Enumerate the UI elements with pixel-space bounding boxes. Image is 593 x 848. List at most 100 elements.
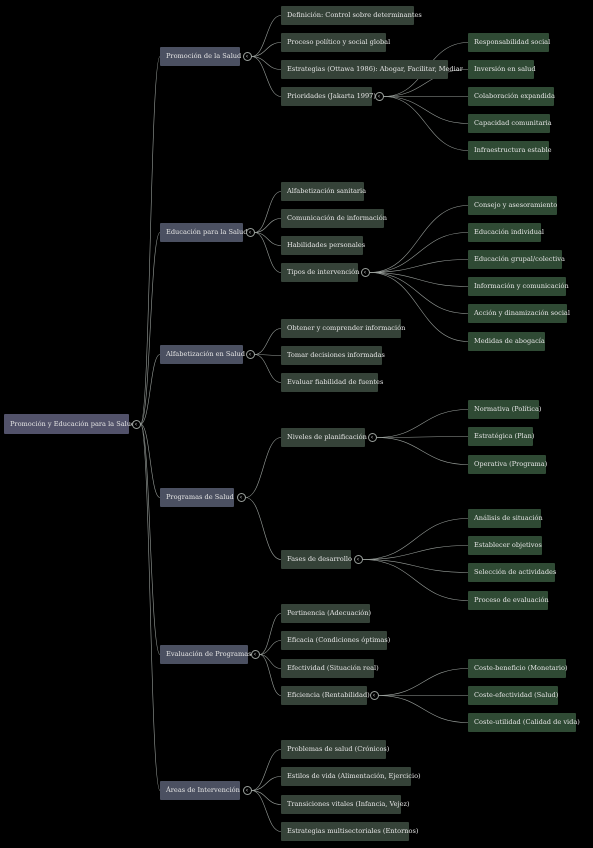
- topic-eficacia-condiciones-optimas[interactable]: Eficacia (Condiciones óptimas): [281, 631, 390, 650]
- edge-root-evaluacion-de-programas: [140, 423, 161, 655]
- leaf-educacion-grupal-colectiva[interactable]: Educación grupal/colectiva: [468, 250, 565, 269]
- edge-root-programas-de-salud: [140, 423, 161, 498]
- leaf-informacion-y-comunicacion[interactable]: Información y comunicación: [468, 277, 569, 296]
- topic-prioridades-jakarta-1997[interactable]: Prioridades (Jakarta 1997): [281, 87, 376, 106]
- leaf-coste-beneficio-monetario[interactable]: Coste-beneficio (Monetario): [468, 659, 568, 678]
- edge-operativa-programa: [376, 437, 469, 465]
- leaf-estrategica-plan[interactable]: Estratégica (Plan): [468, 427, 534, 446]
- topic-comunicacion-de-informacion[interactable]: Comunicación de información: [281, 209, 387, 228]
- edge-estrategias-multisectoriales-entornos: [251, 790, 282, 832]
- edge-analisis-de-situacion: [362, 518, 469, 560]
- edge-definicion-control-sobre-determinantes: [251, 15, 282, 57]
- leaf-capacidad-comunitaria[interactable]: Capacidad comunitaria: [468, 114, 552, 133]
- edge-normativa-politica: [376, 409, 469, 438]
- leaf-infraestructura-estable[interactable]: Infraestructura estable: [468, 141, 552, 160]
- topic-estrategias-multisectoriales-entornos[interactable]: Estrategias multisectoriales (Entornos): [281, 822, 418, 841]
- branch-areas-de-intervencion[interactable]: Áreas de Intervención: [160, 781, 240, 800]
- leaf-inversion-en-salud[interactable]: Inversión en salud: [468, 60, 536, 79]
- root-collapse-toggle[interactable]: ‹: [131, 419, 141, 429]
- leaf-coste-efectividad-salud[interactable]: Coste-efectividad (Salud): [468, 686, 558, 705]
- edge-eficacia-condiciones-optimas: [259, 640, 282, 655]
- topic-definicion-control-sobre-determinantes[interactable]: Definición: Control sobre determinantes: [281, 6, 422, 25]
- edge-seleccion-de-actividades: [362, 559, 469, 573]
- edge-root-areas-de-intervencion: [140, 423, 161, 791]
- edge-educacion-grupal-colectiva: [369, 259, 469, 273]
- edge-coste-beneficio-monetario: [378, 668, 469, 696]
- toggle-educacion-para-la-salud[interactable]: ‹: [245, 228, 255, 237]
- topic-efectividad-situacion-real[interactable]: Efectividad (Situación real): [281, 659, 379, 678]
- toggle-tipos-de-intervencion[interactable]: ‹: [360, 268, 370, 277]
- branch-evaluacion-de-programas[interactable]: Evaluación de Programas: [160, 645, 252, 664]
- leaf-medidas-de-abogacia[interactable]: Medidas de abogacía: [468, 332, 545, 351]
- toggle-eficiencia-rentabilidad[interactable]: ‹: [369, 691, 379, 700]
- leaf-responsabilidad-social[interactable]: Responsabilidad social: [468, 33, 550, 52]
- topic-habilidades-personales[interactable]: Habilidades personales: [281, 236, 365, 255]
- edge-tipos-de-intervencion: [254, 232, 282, 273]
- topic-estilos-de-vida-alimentacion-ejercicio[interactable]: Estilos de vida (Alimentación, Ejercicio…: [281, 767, 421, 786]
- edge-proceso-politico-y-social-global: [251, 42, 282, 57]
- leaf-colaboracion-expandida[interactable]: Colaboración expandida: [468, 87, 555, 106]
- branch-promocion-de-la-salud[interactable]: Promoción de la Salud: [160, 47, 241, 66]
- leaf-establecer-objetivos[interactable]: Establecer objetivos: [468, 536, 542, 555]
- root-node[interactable]: Promoción y Educación para la Salud: [4, 414, 135, 434]
- leaf-accion-y-dinamizacion-social[interactable]: Acción y dinamización social: [468, 304, 570, 323]
- toggle-evaluacion-de-programas[interactable]: ‹: [250, 650, 260, 659]
- toggle-promocion-de-la-salud[interactable]: ‹: [242, 52, 252, 61]
- topic-obtener-y-comprender-informacion[interactable]: Obtener y comprender información: [281, 319, 405, 338]
- edge-educacion-individual: [369, 232, 469, 273]
- topic-problemas-de-salud-cronicos[interactable]: Problemas de salud (Crónicos): [281, 740, 389, 759]
- edge-accion-y-dinamizacion-social: [369, 272, 469, 314]
- edge-coste-utilidad-calidad-de-vida: [378, 695, 469, 723]
- branch-educacion-para-la-salud[interactable]: Educación para la Salud: [160, 223, 248, 242]
- topic-estrategias-ottawa-1986-abogar-facilitar-mediar[interactable]: Estrategias (Ottawa 1986): Abogar, Facil…: [281, 60, 463, 79]
- topic-pertinencia-adecuacion[interactable]: Pertinencia (Adecuación): [281, 604, 371, 623]
- edge-tomar-decisiones-informadas: [254, 354, 282, 356]
- edge-estilos-de-vida-alimentacion-ejercicio: [251, 776, 282, 791]
- edge-estrategias-ottawa-1986-abogar-facilitar-mediar: [251, 56, 282, 70]
- edge-problemas-de-salud-cronicos: [251, 749, 282, 791]
- edge-eficiencia-rentabilidad: [259, 654, 282, 696]
- topic-tipos-de-intervencion[interactable]: Tipos de intervención: [281, 263, 359, 282]
- edge-pertinencia-adecuacion: [259, 613, 282, 655]
- edge-capacidad-comunitaria: [383, 96, 469, 124]
- edge-informacion-y-comunicacion: [369, 272, 469, 287]
- topic-niveles-de-planificacion[interactable]: Niveles de planificación: [281, 428, 367, 447]
- leaf-educacion-individual[interactable]: Educación individual: [468, 223, 544, 242]
- edge-habilidades-personales: [254, 232, 282, 246]
- topic-eficiencia-rentabilidad[interactable]: Eficiencia (Rentabilidad): [281, 686, 370, 705]
- edge-prioridades-jakarta-1997: [251, 56, 282, 97]
- edge-comunicacion-de-informacion: [254, 218, 282, 233]
- edge-proceso-de-evaluacion: [362, 559, 469, 601]
- toggle-prioridades-jakarta-1997[interactable]: ‹: [374, 92, 384, 101]
- topic-tomar-decisiones-informadas[interactable]: Tomar decisiones informadas: [281, 346, 385, 365]
- leaf-analisis-de-situacion[interactable]: Análisis de situación: [468, 509, 543, 528]
- edge-root-educacion-para-la-salud: [140, 232, 161, 425]
- leaf-normativa-politica[interactable]: Normativa (Política): [468, 400, 541, 419]
- leaf-seleccion-de-actividades[interactable]: Selección de actividades: [468, 563, 556, 582]
- edge-alfabetizacion-sanitaria: [254, 191, 282, 233]
- topic-transiciones-vitales-infancia-vejez[interactable]: Transiciones vitales (Infancia, Vejez): [281, 795, 410, 814]
- toggle-alfabetizacion-en-salud[interactable]: ‹: [245, 350, 255, 359]
- edge-transiciones-vitales-infancia-vejez: [251, 790, 282, 805]
- edge-establecer-objetivos: [362, 545, 469, 560]
- edge-estrategica-plan: [376, 436, 469, 438]
- toggle-niveles-de-planificacion[interactable]: ‹: [367, 433, 377, 442]
- topic-proceso-politico-y-social-global[interactable]: Proceso político y social global: [281, 33, 390, 52]
- toggle-programas-de-salud[interactable]: ‹: [236, 493, 246, 502]
- branch-programas-de-salud[interactable]: Programas de Salud: [160, 488, 234, 507]
- branch-alfabetizacion-en-salud[interactable]: Alfabetización en Salud: [160, 345, 245, 364]
- leaf-coste-utilidad-calidad-de-vida[interactable]: Coste-utilidad (Calidad de vida): [468, 713, 580, 732]
- edge-root-promocion-de-la-salud: [140, 56, 161, 425]
- topic-evaluar-fiabilidad-de-fuentes[interactable]: Evaluar fiabilidad de fuentes: [281, 373, 383, 392]
- edge-niveles-de-planificacion: [245, 437, 282, 498]
- leaf-proceso-de-evaluacion[interactable]: Proceso de evaluación: [468, 591, 549, 610]
- topic-alfabetizacion-sanitaria[interactable]: Alfabetización sanitaria: [281, 182, 366, 201]
- edge-obtener-y-comprender-informacion: [254, 328, 282, 355]
- leaf-consejo-y-asesoramiento[interactable]: Consejo y asesoramiento: [468, 196, 557, 215]
- leaf-operativa-programa[interactable]: Operativa (Programa): [468, 455, 547, 474]
- toggle-areas-de-intervencion[interactable]: ‹: [242, 786, 252, 795]
- toggle-fases-de-desarrollo[interactable]: ‹: [353, 555, 363, 564]
- edge-efectividad-situacion-real: [259, 654, 282, 669]
- topic-fases-de-desarrollo[interactable]: Fases de desarrollo: [281, 550, 352, 569]
